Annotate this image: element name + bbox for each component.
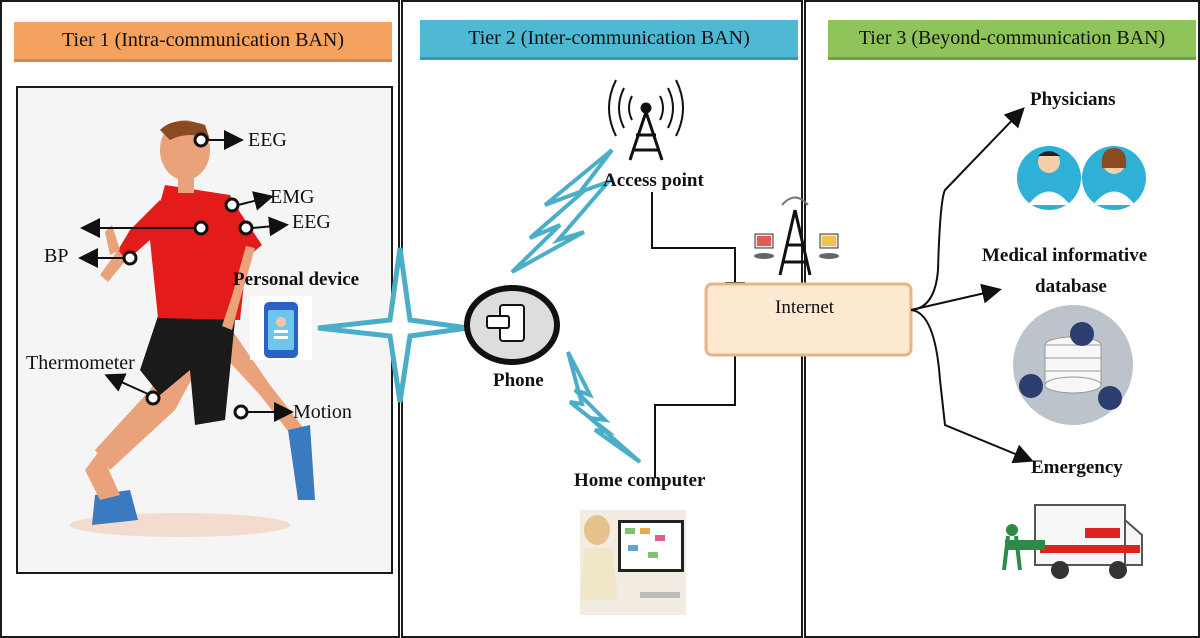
lightning-to-access-point [510,148,615,274]
physicians-icon [1017,146,1146,210]
label-physicians: Physicians [1030,89,1116,110]
tier3-arrows [910,107,1034,464]
lightning-to-home-computer [566,351,642,464]
database-icon [1013,305,1133,425]
tier3-header: Tier 3 (Beyond-communication BAN) [828,20,1196,60]
label-emg: EMG [270,186,315,208]
phone-icon [464,285,560,365]
label-access-point: Access point [603,170,704,191]
internet-box [704,282,913,357]
label-personal-device: Personal device [233,269,360,290]
tier2-header: Tier 2 (Inter-communication BAN) [420,20,798,60]
ambulance-icon [1002,504,1143,579]
label-emergency: Emergency [1031,457,1123,478]
access-point-icon [608,79,684,161]
label-database-line2: database [1035,276,1107,297]
label-thermometer: Thermometer [26,352,135,374]
tier1-header: Tier 1 (Intra-communication BAN) [14,22,392,62]
sensor-arrows [78,130,294,422]
internet-connections [651,192,745,478]
label-eeg-shoulder: EEG [292,211,331,233]
label-eeg-head: EEG [248,129,287,151]
label-home-computer: Home computer [574,470,706,491]
label-motion: Motion [293,401,352,423]
sensor-markers [122,132,254,420]
home-computer-image [580,510,686,615]
internet-tower-icon [754,196,839,276]
label-bp: BP [44,245,69,267]
label-phone: Phone [493,370,544,391]
label-database-line1: Medical informative [982,245,1148,266]
wireless-star [317,247,469,403]
label-internet: Internet [775,297,835,318]
personal-device-icon [250,296,312,360]
